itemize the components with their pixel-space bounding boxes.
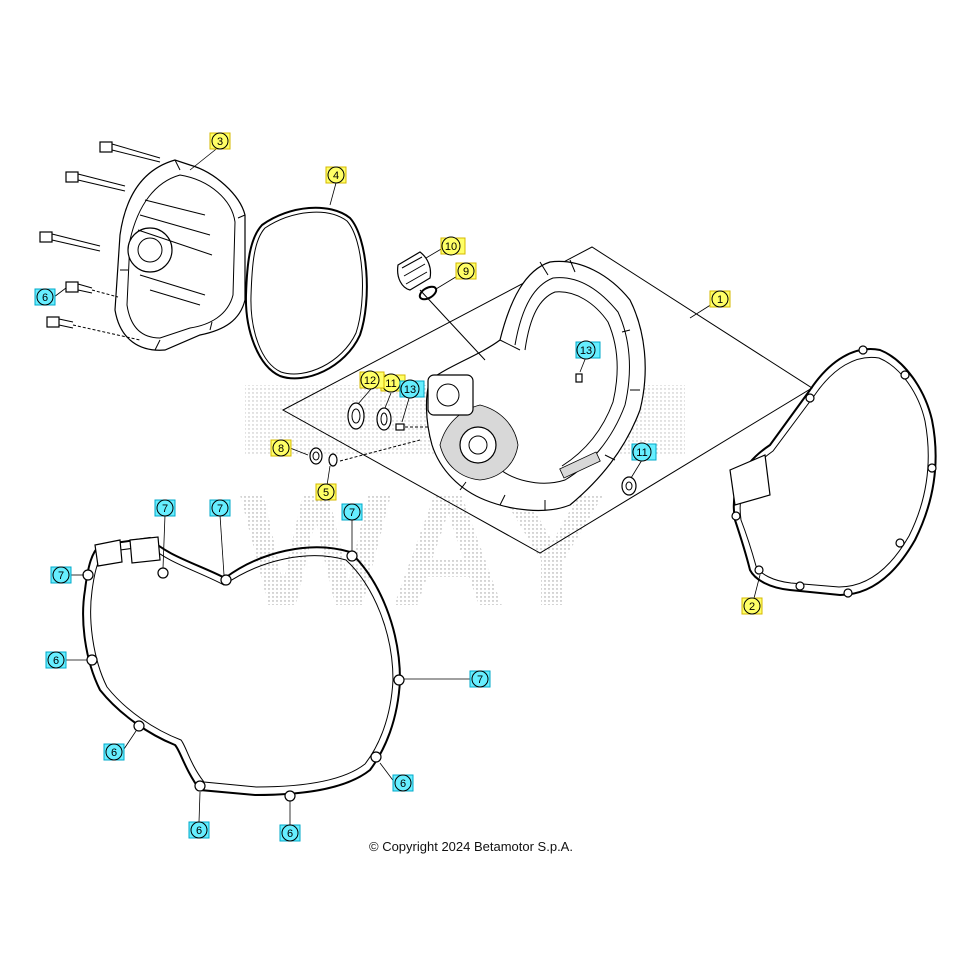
callout-number: 7	[217, 503, 223, 515]
callout-number: 5	[323, 487, 329, 499]
callout-circle	[281, 824, 299, 842]
oil-filler-plug	[397, 251, 486, 361]
callout-number: 7	[477, 674, 483, 686]
callout-number: 12	[364, 375, 376, 387]
callout-number: 6	[196, 825, 202, 837]
callout-circle	[327, 166, 345, 184]
callout-number: 13	[404, 384, 416, 396]
callout-circle	[190, 821, 208, 839]
callout-circle	[211, 499, 229, 517]
callout-number: 13	[580, 345, 592, 357]
crankcase-cover	[425, 259, 646, 512]
callout-12: 12	[359, 370, 385, 390]
callout-6: 6	[279, 824, 301, 842]
clutch-cover	[114, 159, 246, 351]
copyright-text: © Copyright 2024 Betamotor S.p.A.	[369, 839, 573, 854]
callout-number: 2	[749, 601, 755, 613]
callout-7: 7	[50, 566, 72, 584]
callout-circle	[711, 290, 729, 308]
callout-circle	[457, 262, 475, 280]
callout-circle	[36, 288, 54, 306]
callout-6: 6	[188, 821, 210, 839]
callout-number: 4	[333, 170, 339, 182]
callout-9: 9	[455, 262, 477, 280]
callout-7: 7	[154, 499, 176, 517]
callout-11: 11	[380, 373, 406, 393]
callout-number: 6	[287, 828, 293, 840]
gasket-large	[82, 536, 405, 802]
callout-2: 2	[741, 597, 763, 615]
callout-7: 7	[341, 503, 363, 521]
callout-5: 5	[315, 483, 337, 501]
callout-11: 11	[631, 442, 657, 462]
callout-6: 6	[45, 651, 67, 669]
callout-1: 1	[709, 290, 731, 308]
callout-number: 8	[278, 443, 284, 455]
callout-circle	[400, 379, 420, 399]
callout-circle	[211, 132, 229, 150]
callout-6: 6	[103, 743, 125, 761]
callout-number: 10	[445, 241, 457, 253]
callout-circle	[52, 566, 70, 584]
callout-13: 13	[575, 340, 601, 360]
callout-number: 11	[385, 378, 396, 390]
callout-circle	[343, 503, 361, 521]
callout-circle	[471, 670, 489, 688]
o-ring-gasket	[244, 206, 368, 380]
callout-circle	[156, 499, 174, 517]
callout-6: 6	[34, 288, 56, 306]
callout-circle	[394, 774, 412, 792]
callout-circle	[47, 651, 65, 669]
callout-number: 11	[636, 447, 647, 459]
callout-number: 1	[717, 294, 723, 306]
gasket-small	[729, 345, 937, 598]
callout-4: 4	[325, 166, 347, 184]
callout-8: 8	[270, 439, 292, 457]
callout-circle	[441, 236, 461, 256]
callout-circle	[105, 743, 123, 761]
callout-number: 3	[217, 136, 223, 148]
callout-10: 10	[440, 236, 466, 256]
callout-3: 3	[209, 132, 231, 150]
callout-circle	[576, 340, 596, 360]
callout-circle	[317, 483, 335, 501]
seals-and-bearings	[309, 373, 637, 496]
callout-6: 6	[392, 774, 414, 792]
callout-number: 9	[463, 266, 469, 278]
callout-circle	[272, 439, 290, 457]
callout-number: 6	[111, 747, 117, 759]
callout-7: 7	[209, 499, 231, 517]
callout-number: 7	[58, 570, 64, 582]
callout-number: 7	[162, 503, 168, 515]
callout-circle	[360, 370, 380, 390]
callout-number: 7	[349, 507, 355, 519]
callout-circle	[743, 597, 761, 615]
callout-number: 6	[400, 778, 406, 790]
callout-number: 6	[42, 292, 48, 304]
callout-number: 6	[53, 655, 59, 667]
callout-13: 13	[399, 379, 425, 399]
callout-7: 7	[469, 670, 491, 688]
cover-bolts	[39, 141, 161, 341]
callout-circle	[632, 442, 652, 462]
